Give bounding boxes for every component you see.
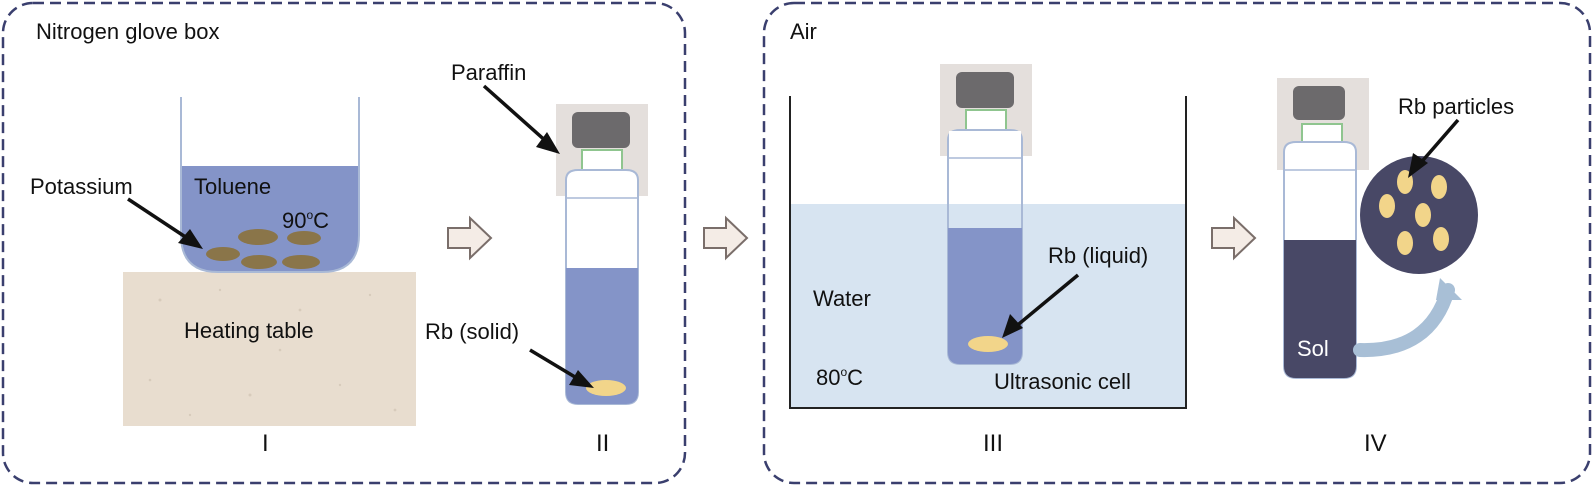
- rb-liquid-arrow: [1002, 273, 1080, 338]
- zoom-arrow-head: [1436, 278, 1462, 300]
- beaker-walls: [180, 97, 360, 273]
- potassium-piece: [238, 229, 278, 245]
- rb-particle: [1415, 203, 1431, 227]
- process-arrow: [447, 215, 493, 261]
- paraffin-label: Paraffin: [451, 60, 526, 85]
- toluene-label: Toluene: [194, 174, 271, 199]
- potassium-piece: [282, 255, 320, 269]
- temp-80-value: 80: [816, 365, 840, 390]
- rb-solid-label: Rb (solid): [425, 319, 519, 344]
- glovebox-title: Nitrogen glove box: [36, 19, 219, 44]
- step-i-label: I: [262, 430, 269, 457]
- step-iii-label: III: [983, 430, 1003, 457]
- step-iv-sol-vial: [1277, 78, 1369, 379]
- step-iv-label: IV: [1364, 430, 1387, 457]
- potassium-arrow: [127, 197, 203, 249]
- rb-solid-lump: [586, 380, 626, 396]
- zoom-curve-arrow: [1353, 283, 1455, 358]
- vial-neck: [581, 149, 623, 171]
- sol-liquid: [1284, 240, 1356, 378]
- step-ii-vial: [556, 104, 648, 405]
- rb-liquid-drop: [968, 336, 1008, 352]
- step-i-beaker-setup: [123, 97, 416, 426]
- heating-table: [123, 272, 416, 426]
- potassium-piece: [287, 231, 321, 245]
- toluene-liquid: [181, 166, 359, 272]
- process-arrow: [1211, 215, 1257, 261]
- vial-neck: [1301, 123, 1343, 143]
- ultrasonic-cell-walls: [789, 96, 1187, 409]
- vial-cap-inner: [572, 112, 630, 148]
- rb-particle: [1431, 175, 1447, 199]
- heating-table-label: Heating table: [184, 318, 314, 343]
- potassium-label: Potassium: [30, 174, 133, 199]
- step-ii-label: II: [596, 430, 609, 457]
- glovebox-panel-frame: [1, 1, 687, 485]
- vial-cap-inner: [956, 72, 1014, 108]
- rb-particles-magnified: [1360, 156, 1478, 274]
- air-title: Air: [790, 19, 817, 44]
- temp-80-unit: C: [847, 365, 863, 390]
- ultrasonic-cell-label: Ultrasonic cell: [994, 369, 1131, 394]
- vial-cap-inner: [1293, 86, 1345, 120]
- temp-90-label: 90oC: [282, 208, 329, 233]
- water-label: Water: [813, 286, 871, 311]
- air-panel-frame: [762, 1, 1592, 485]
- rb-particles-arrow: [1408, 118, 1460, 178]
- rb-particle: [1433, 227, 1449, 251]
- process-arrow: [703, 215, 749, 261]
- vial-neck: [965, 109, 1007, 131]
- degree-mark: o: [840, 365, 847, 379]
- toluene-liquid-vial: [566, 268, 638, 404]
- rb-particle: [1397, 231, 1413, 255]
- rb-solid-arrow: [529, 348, 594, 388]
- heating-table-texture: [148, 288, 397, 417]
- rb-particle: [1379, 194, 1395, 218]
- paraffin-arrow: [482, 84, 560, 154]
- sol-label: Sol: [1297, 336, 1329, 361]
- temp-90-unit: C: [313, 208, 329, 233]
- potassium-piece: [241, 255, 277, 269]
- rb-liquid-label: Rb (liquid): [1048, 243, 1148, 268]
- step-iii-ultrasonic-cell: [789, 64, 1187, 409]
- temp-80-label: 80oC: [816, 365, 863, 390]
- toluene-liquid-vial: [948, 228, 1022, 364]
- rb-particles-label: Rb particles: [1398, 94, 1514, 119]
- potassium-piece: [206, 247, 240, 261]
- degree-mark: o: [306, 208, 313, 222]
- temp-90-value: 90: [282, 208, 306, 233]
